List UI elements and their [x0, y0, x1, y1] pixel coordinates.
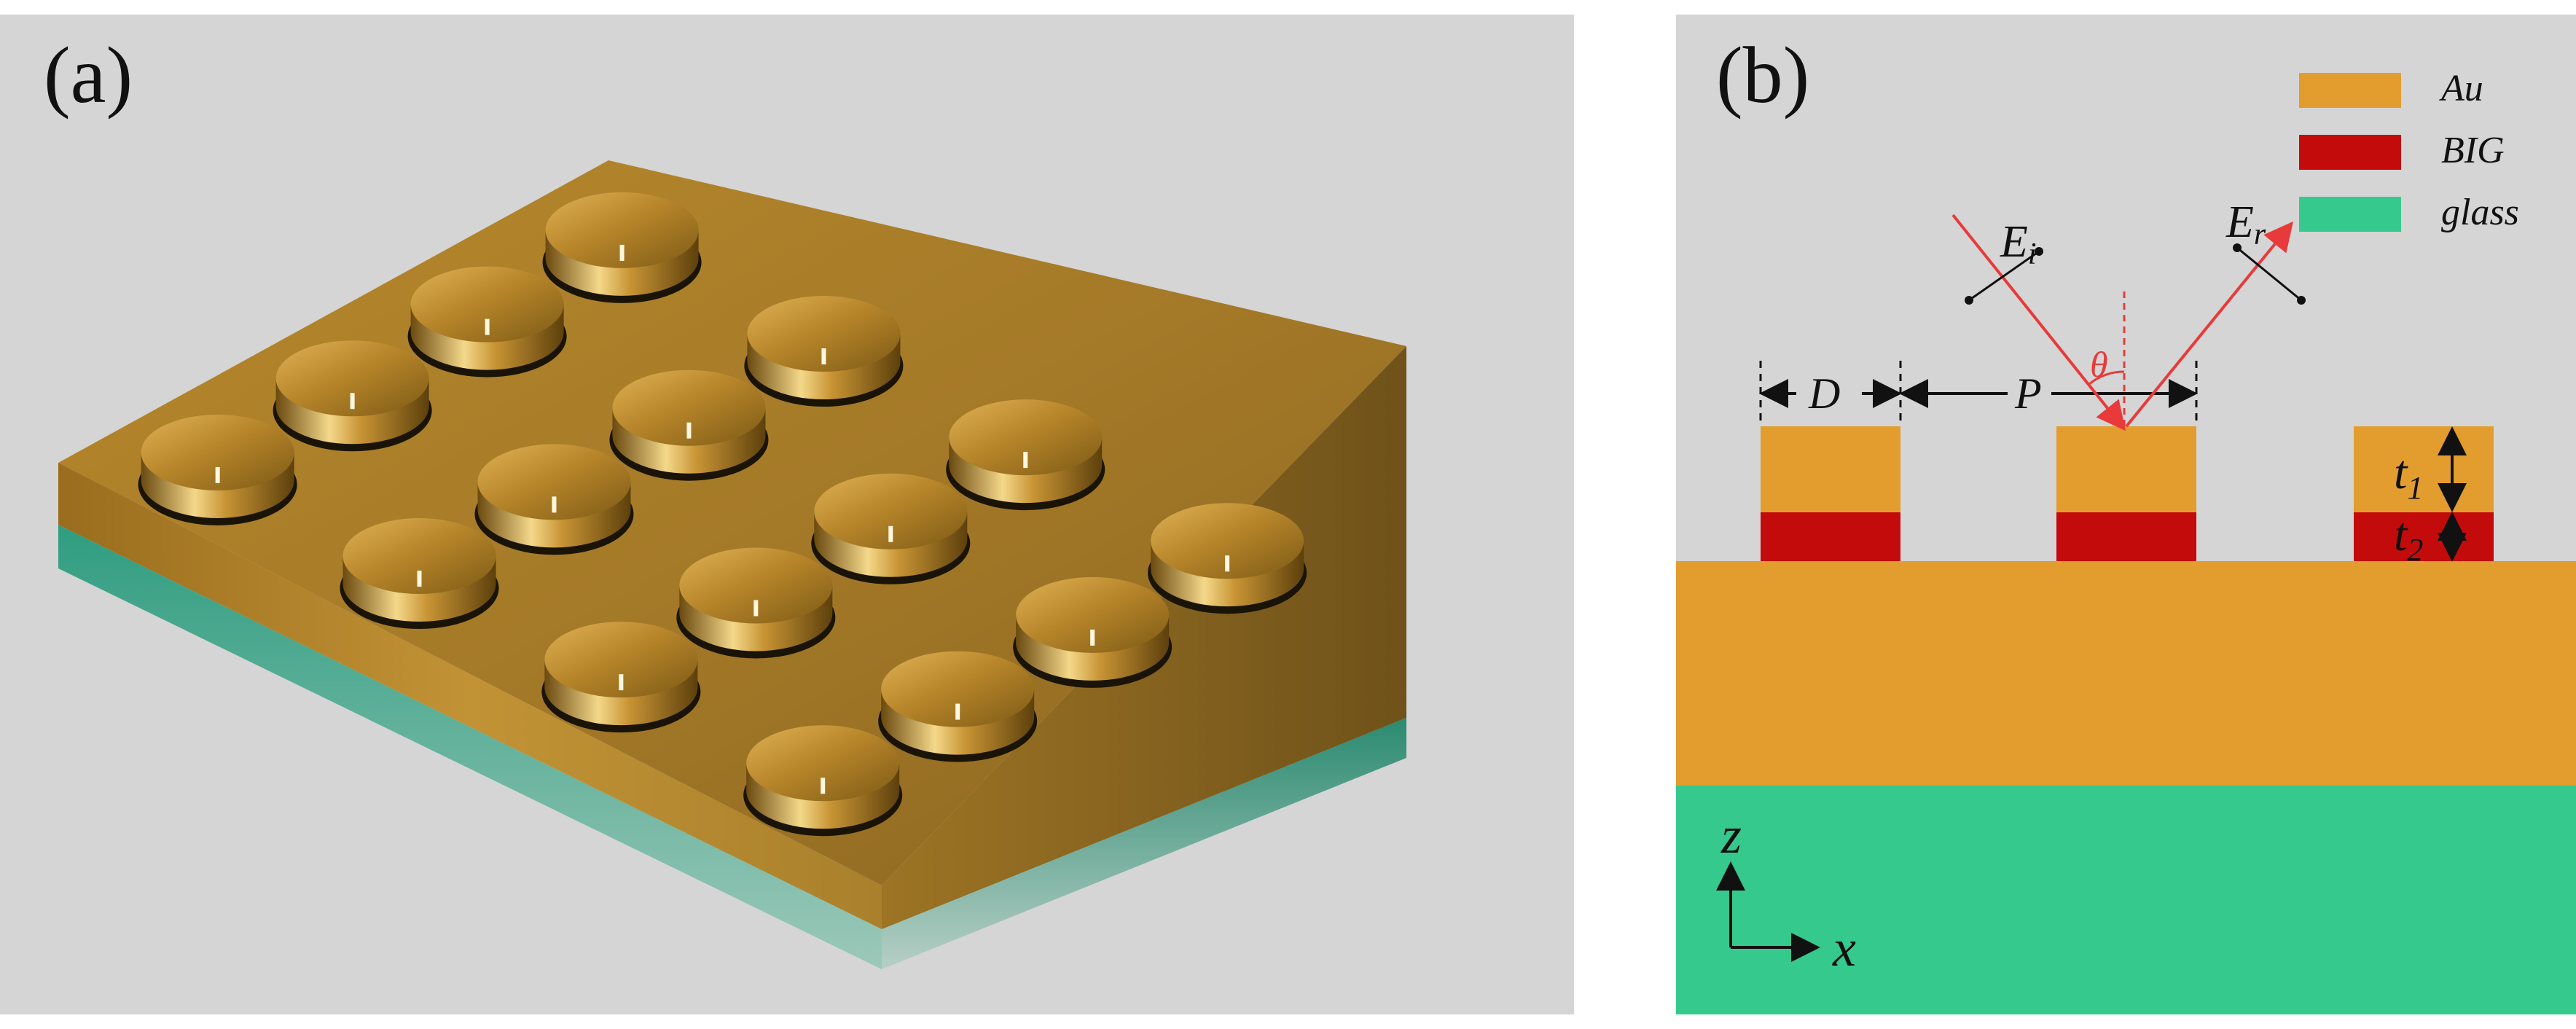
- nanodisk: [1148, 503, 1307, 614]
- nanodisk: [1013, 576, 1172, 688]
- nanodisk: [138, 414, 297, 525]
- nanodisk-top: [545, 192, 699, 268]
- pillar-right-big: [2354, 512, 2494, 561]
- legend-swatch-au: [2299, 73, 2401, 108]
- nanodisk-highlight: [485, 318, 490, 335]
- nanodisk-highlight: [1023, 452, 1028, 469]
- angle-label: θ: [2090, 344, 2108, 385]
- panel-b-cross-section: (b) Au BIG glass: [1676, 15, 2576, 1014]
- nanodisk: [946, 399, 1105, 511]
- nanodisk-top: [679, 547, 833, 624]
- panel-a-label: (a): [44, 31, 133, 120]
- pillar-right-au: [2354, 426, 2494, 512]
- nanodisk: [542, 192, 702, 303]
- nanodisk-highlight: [417, 571, 422, 587]
- pillar-left-au: [1761, 426, 1900, 512]
- nanodisk: [541, 622, 701, 733]
- nanopillar-left: [1761, 426, 1900, 561]
- nanodisk-top: [612, 369, 766, 446]
- nanodisk-highlight: [821, 778, 826, 794]
- nanodisk-highlight: [552, 496, 557, 513]
- metasurface-3d-illustration: (a): [44, 31, 1406, 969]
- nanodisk: [878, 651, 1038, 762]
- dimension-p: P: [1899, 361, 2198, 426]
- incident-polarization-marker: [1965, 247, 2043, 305]
- nanodisk: [340, 518, 499, 630]
- nanodisk-top: [814, 473, 968, 549]
- nanodisk-highlight: [821, 348, 826, 365]
- material-legend: Au BIG glass: [2299, 68, 2519, 233]
- nanodisk-top: [746, 725, 900, 802]
- nanodisk-top: [949, 399, 1103, 476]
- nanopillar-right: [2354, 426, 2494, 561]
- nanopillar-center: [2056, 426, 2196, 561]
- z-axis-label: z: [1720, 806, 1742, 864]
- dimension-d: D: [1759, 361, 1902, 426]
- glass-substrate-front: [58, 525, 882, 969]
- nanodisk-top: [747, 296, 901, 372]
- gold-layer-top-surface: [58, 160, 1406, 885]
- nanodisk-highlight: [1090, 629, 1095, 646]
- reflected-field-label: Er: [2225, 197, 2266, 251]
- period-label: P: [2014, 369, 2042, 418]
- nanodisk-top: [544, 622, 698, 698]
- nanodisk-array: [138, 192, 1307, 837]
- nanodisk: [676, 547, 836, 659]
- nanodisk-top: [275, 340, 429, 417]
- nanodisk-top: [342, 518, 496, 595]
- nanodisk: [744, 296, 904, 407]
- glass-substrate-side: [882, 718, 1406, 969]
- dimension-t2: t2: [2394, 508, 2467, 568]
- dimension-t1: t1: [2394, 426, 2467, 512]
- nanodisk-highlight: [350, 393, 355, 410]
- legend-swatch-glass: [2299, 197, 2401, 232]
- nanodisk: [273, 340, 432, 452]
- nanodisk-highlight: [1225, 555, 1230, 572]
- t2-label: t2: [2394, 508, 2423, 568]
- incident-field-label: Ei: [2000, 217, 2037, 271]
- pillar-center-au: [2056, 426, 2196, 512]
- diameter-label: D: [1808, 369, 1840, 418]
- reflected-polarization-marker: [2233, 243, 2306, 305]
- nanodisk: [609, 369, 769, 481]
- reflected-ray: [2125, 221, 2294, 428]
- cross-section-schematic: (b) Au BIG glass: [1676, 31, 2576, 1014]
- pillar-center-big: [2056, 512, 2196, 561]
- nanodisk-top: [141, 414, 294, 490]
- nanodisk-top: [881, 651, 1035, 727]
- panel-b-label: (b): [1716, 31, 1809, 120]
- nanodisk-highlight: [215, 466, 220, 483]
- nanodisk: [811, 473, 971, 584]
- nanodisk: [474, 444, 634, 555]
- nanodisk-top: [1016, 576, 1170, 653]
- nanodisk: [407, 266, 567, 377]
- nanodisk-highlight: [619, 674, 624, 691]
- coordinate-axes: z x: [1716, 806, 1856, 977]
- panel-a-3d-render: (a): [0, 15, 1574, 1014]
- angle-arc: [2088, 370, 2125, 386]
- incident-ray: [1951, 214, 2126, 431]
- pillar-left-big: [1761, 512, 1900, 561]
- nanodisk-highlight: [753, 600, 759, 617]
- nanodisk-highlight: [686, 422, 692, 439]
- nanodisk: [743, 725, 903, 837]
- glass-substrate-layer: [1676, 786, 2576, 1014]
- nanodisk-highlight: [888, 525, 893, 542]
- nanodisk-top: [410, 266, 564, 343]
- nanodisk-highlight: [619, 244, 625, 261]
- nanodisk-top: [477, 444, 631, 520]
- legend-label-big: BIG: [2441, 130, 2505, 171]
- nanodisk-highlight: [955, 703, 960, 720]
- nanodisk-top: [1151, 503, 1304, 579]
- t1-label: t1: [2394, 446, 2423, 506]
- legend-swatch-big: [2299, 135, 2401, 170]
- x-axis-label: x: [1832, 919, 1856, 977]
- legend-label-glass: glass: [2441, 192, 2519, 233]
- gold-layer-front: [58, 463, 882, 929]
- legend-label-au: Au: [2439, 68, 2483, 109]
- gold-film-layer: [1676, 561, 2576, 786]
